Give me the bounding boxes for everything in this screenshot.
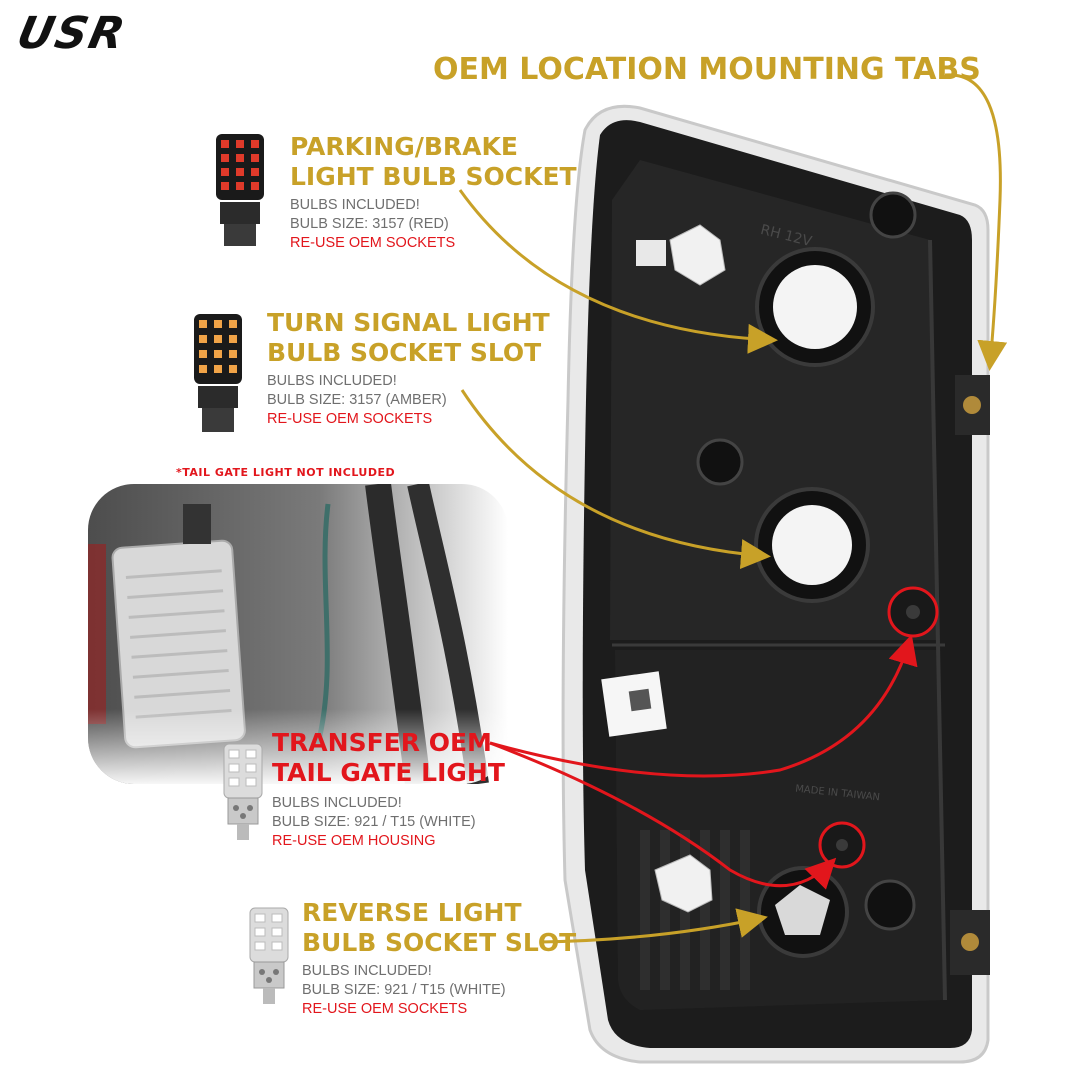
callout-bulbs-included: BULBS INCLUDED! xyxy=(290,197,420,213)
page-title: OEM LOCATION MOUNTING TABS xyxy=(433,52,981,87)
callout-bulbs-included: BULBS INCLUDED! xyxy=(267,373,397,389)
red-3157-bulb-icon xyxy=(216,134,264,246)
housing-label xyxy=(601,671,667,737)
callout-bulb-size: BULB SIZE: 3157 (AMBER) xyxy=(267,392,447,408)
white-t15-bulb-icon xyxy=(223,743,263,840)
callout-bulb-size: BULB SIZE: 921 / T15 (WHITE) xyxy=(272,814,476,830)
callout-heading: PARKING/BRAKE xyxy=(290,132,518,161)
boss-top xyxy=(869,191,917,239)
callout-bulb-size: BULB SIZE: 921 / T15 (WHITE) xyxy=(302,982,506,998)
callout-heading: REVERSE LIGHT xyxy=(302,898,522,927)
reverse-socket xyxy=(757,866,849,958)
callout-heading: TURN SIGNAL LIGHT xyxy=(267,308,550,337)
amber-3157-bulb-icon xyxy=(194,314,242,432)
callout-bulb-size: BULB SIZE: 3157 (RED) xyxy=(290,216,449,232)
white-t15-reverse-bulb-icon xyxy=(249,907,289,1004)
callout-bulbs-included: BULBS INCLUDED! xyxy=(302,963,432,979)
callout-tail-gate: TRANSFER OEM TAIL GATE LIGHT BULBS INCLU… xyxy=(272,728,505,851)
boss-bottom xyxy=(864,879,916,931)
turn-socket xyxy=(754,487,870,603)
tail-gate-note: *TAIL GATE LIGHT NOT INCLUDED xyxy=(176,466,396,479)
brake-socket xyxy=(755,247,875,367)
callout-reuse: RE-USE OEM SOCKETS xyxy=(267,411,433,427)
callout-heading: BULB SOCKET SLOT xyxy=(267,338,542,367)
callout-reuse: RE-USE OEM HOUSING xyxy=(272,833,436,849)
callout-parking-brake: PARKING/BRAKE LIGHT BULB SOCKET BULBS IN… xyxy=(290,132,577,253)
callout-reverse: REVERSE LIGHT BULB SOCKET SLOT BULBS INC… xyxy=(302,898,576,1019)
boss-mid xyxy=(696,438,744,486)
tail-gate-light-photo xyxy=(88,484,508,784)
callout-heading: TAIL GATE LIGHT xyxy=(272,758,505,787)
mounting-tab-lower xyxy=(950,910,990,975)
callout-reuse: RE-USE OEM SOCKETS xyxy=(290,235,456,251)
callout-turn-signal: TURN SIGNAL LIGHT BULB SOCKET SLOT BULBS… xyxy=(267,308,550,429)
callout-heading: BULB SOCKET SLOT xyxy=(302,928,577,957)
callout-heading: TRANSFER OEM xyxy=(272,728,492,757)
callout-reuse: RE-USE OEM SOCKETS xyxy=(302,1001,468,1017)
callout-bulbs-included: BULBS INCLUDED! xyxy=(272,795,402,811)
mounting-tab-upper xyxy=(955,375,990,435)
callout-heading: LIGHT BULB SOCKET xyxy=(290,162,577,191)
